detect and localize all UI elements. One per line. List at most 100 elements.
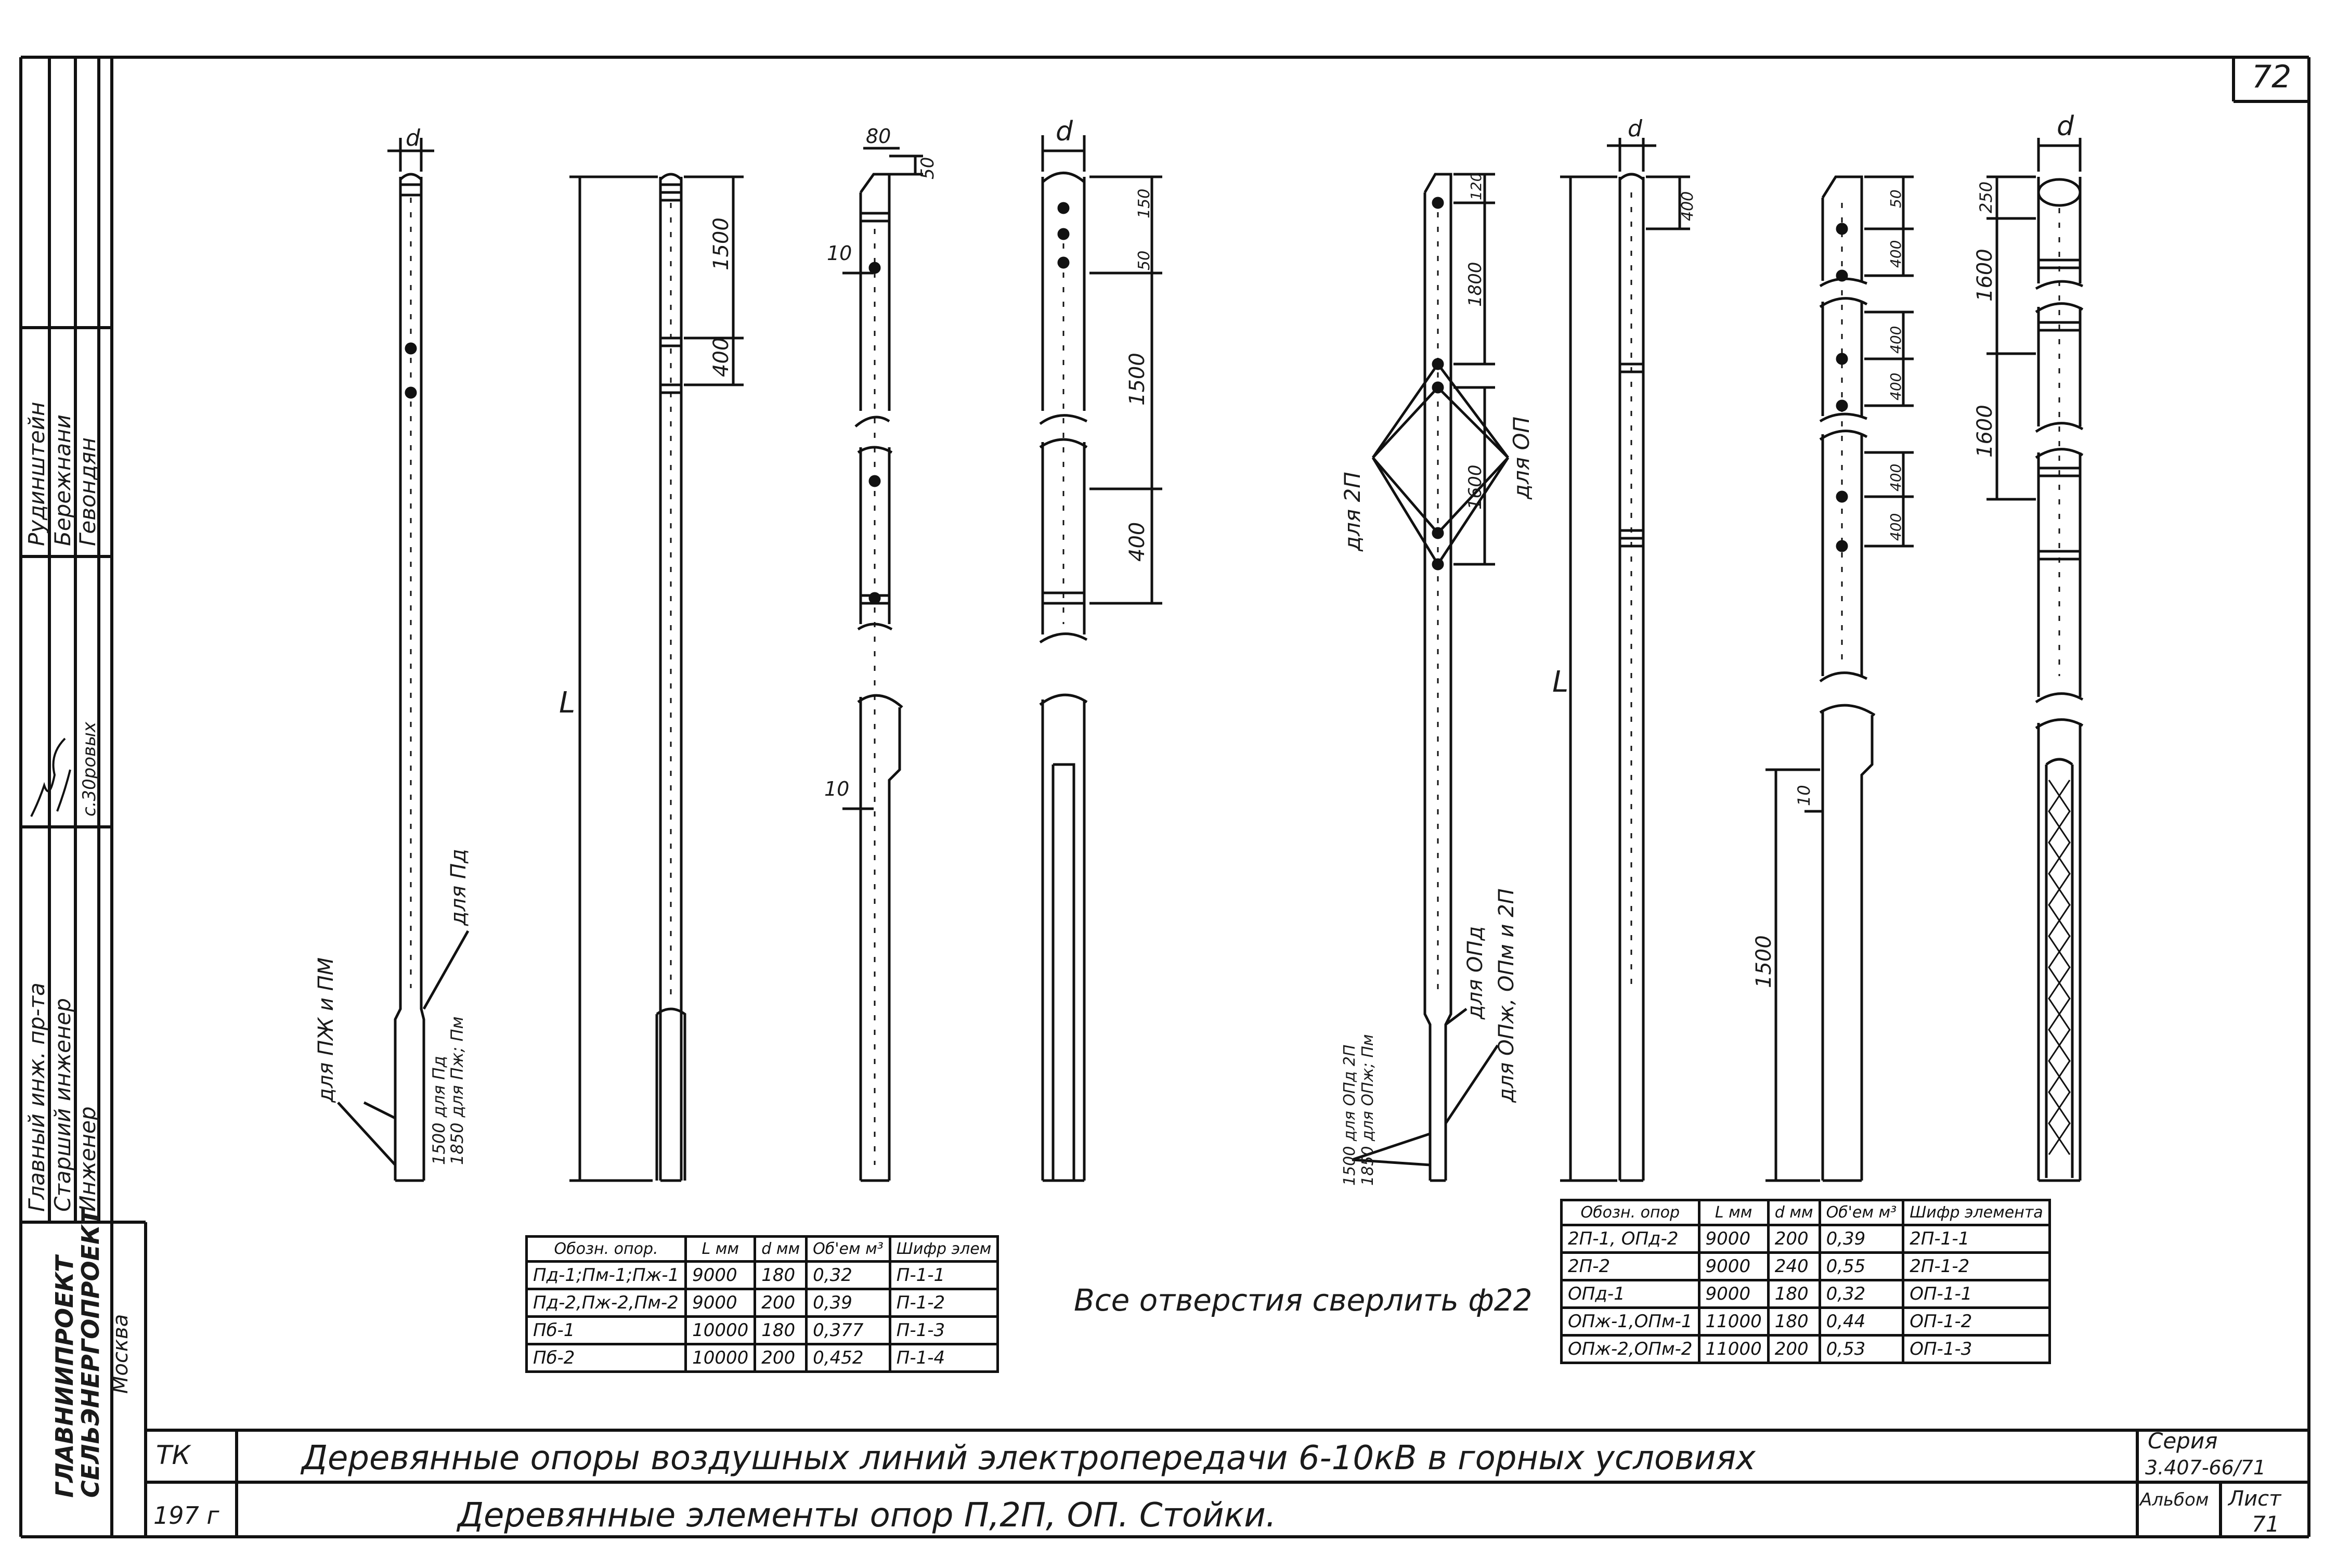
table-row: ОПд-1 9000 180 0,32 ОП-1-1	[1560, 1279, 2051, 1309]
table-right-header: L мм	[1697, 1199, 1770, 1226]
pole-5-dim-1800: 1800	[1465, 262, 1486, 307]
table-cell: 9000	[684, 1288, 757, 1318]
stamp-city: Москва	[109, 1314, 133, 1394]
stamp-org-line1: ГЛАВНИИПРОЕКТ	[50, 1254, 79, 1498]
stamp-date-3: с.30ровых	[79, 721, 100, 817]
table-left-header: L мм	[684, 1235, 757, 1263]
table-cell: 0,32	[1818, 1279, 1905, 1309]
stamp-role-2: Старший инженер	[50, 998, 75, 1212]
pole-7-dim-1500: 1500	[1752, 935, 1776, 988]
pole-4-dim-1500: 1500	[1125, 353, 1149, 406]
pole-1-drawing	[337, 138, 470, 1182]
pole-5-dim-120: 120	[1468, 173, 1485, 200]
table-cell: 180	[1767, 1279, 1821, 1309]
table-right-header-row: Обозн. опор L мм d мм Об'ем м³ Шифр элем…	[1560, 1199, 2051, 1226]
pole-5-len-opd: 1500 для ОПд 2П	[1341, 1045, 1359, 1186]
table-cell: Пб-1	[525, 1315, 687, 1345]
table-cell: 2П-1-1	[1902, 1224, 2051, 1254]
pole-7-dim-10: 10	[1794, 785, 1814, 806]
pole-3-dim-10-top: 10	[827, 242, 852, 265]
pole-7-dim-400-b: 400	[1887, 326, 1904, 354]
table-right-header: Об'ем м³	[1818, 1199, 1905, 1226]
tb-series-value: 3.407-66/71	[2145, 1456, 2266, 1479]
pole-3-dim-10-bottom: 10	[824, 777, 849, 800]
stamp-org-line2: СЕЛЬЭНЕРГОПРОЕКТ	[76, 1207, 105, 1498]
table-cell: 11000	[1697, 1334, 1770, 1364]
pole-6-drawing	[1560, 138, 1690, 1182]
table-cell: ОПд-1	[1560, 1279, 1700, 1309]
table-cell: 200	[754, 1288, 808, 1318]
drilling-note: Все отверстия сверлить ф22	[1074, 1282, 1533, 1318]
table-left-header-row: Обозн. опор. L мм d мм Об'ем м³ Шифр эле…	[525, 1235, 999, 1263]
table-cell: П-1-2	[888, 1288, 999, 1318]
pole-7-dim-400-c: 400	[1887, 373, 1904, 400]
table-right-header: Обозн. опор	[1560, 1199, 1700, 1226]
table-cell: 9000	[1697, 1279, 1770, 1309]
table-cell: 2П-2	[1560, 1251, 1700, 1281]
table-left-header: Об'ем м³	[805, 1235, 891, 1263]
table-row: Пб-1 10000 180 0,377 П-1-3	[525, 1315, 999, 1345]
pole-5-label-2p: для 2П	[1340, 472, 1365, 552]
table-cell: ОП-1-2	[1902, 1306, 2051, 1337]
table-cell: 200	[1767, 1224, 1821, 1254]
pole-2-drawing	[569, 173, 744, 1182]
tb-title-sub: Деревянные элементы опор П,2П, ОП. Стойк…	[456, 1496, 1276, 1535]
table-cell: 0,452	[805, 1343, 891, 1373]
pole-2-dim-1500: 1500	[709, 217, 733, 270]
table-row: ОПж-1,ОПм-1 11000 180 0,44 ОП-1-2	[1560, 1306, 2051, 1337]
pole-7-dim-50: 50	[1887, 189, 1904, 208]
pole-7-dim-400-e: 400	[1887, 513, 1904, 541]
pole-7-dim-400-a: 400	[1887, 240, 1904, 268]
pole-3-dim-50: 50	[917, 157, 938, 179]
table-cell: 180	[754, 1315, 808, 1345]
stamp-role-3: Инженер	[75, 1106, 100, 1212]
table-cell: 10000	[684, 1343, 757, 1373]
table-cell: 0,39	[805, 1288, 891, 1318]
table-left-header: Обозн. опор.	[525, 1235, 687, 1263]
table-row: 2П-1, ОПд-2 9000 200 0,39 2П-1-1	[1560, 1224, 2051, 1254]
table-cell: П-1-1	[888, 1260, 999, 1290]
table-cell: 11000	[1697, 1306, 1770, 1337]
stamp-role-1: Главный инж. пр-та	[24, 982, 49, 1212]
table-cell: 0,39	[1818, 1224, 1905, 1254]
pole-5-len-opzh: 1850 для ОПж; Пм	[1359, 1034, 1377, 1186]
pole-6-L-label: L	[1552, 665, 1568, 699]
table-row: 2П-2 9000 240 0,55 2П-1-2	[1560, 1251, 2051, 1281]
table-cell: ОПж-1,ОПм-1	[1560, 1306, 1700, 1337]
tb-album-label: Альбом	[2139, 1489, 2209, 1510]
table-right: Обозн. опор L мм d мм Об'ем м³ Шифр элем…	[1560, 1199, 2051, 1364]
pole-5-label-opzh: для ОПж, ОПм и 2П	[1495, 888, 1518, 1103]
pole-1-len-pd: 1500 для Пд	[429, 1056, 449, 1165]
table-cell: 0,44	[1818, 1306, 1905, 1337]
tb-series-label: Серия	[2148, 1428, 2217, 1454]
pole-7-dim-400-d: 400	[1887, 464, 1904, 491]
pole-4-d-label: d	[1056, 116, 1073, 147]
pole-4-drawing	[1039, 135, 1162, 1182]
pole-6-dim-400: 400	[1679, 191, 1697, 221]
pole-6-d-label: d	[1628, 115, 1643, 142]
pole-8-dim-1600-a: 1600	[1973, 249, 1997, 302]
pole-1-label-pd: для Пд	[447, 849, 471, 926]
stamp-name-2: Бережнани	[50, 414, 75, 546]
table-cell: Пд-1;Пм-1;Пж-1	[525, 1260, 687, 1290]
table-row: ОПж-2,ОПм-2 11000 200 0,53 ОП-1-3	[1560, 1334, 2051, 1364]
table-cell: 9000	[684, 1260, 757, 1290]
table-cell: 9000	[1697, 1251, 1770, 1281]
pole-8-d-label: d	[2057, 111, 2074, 142]
tb-sheet-label: Лист	[2227, 1487, 2282, 1511]
table-cell: Пд-2,Пж-2,Пм-2	[525, 1288, 687, 1318]
table-cell: 0,55	[1818, 1251, 1905, 1281]
table-cell: 200	[1767, 1334, 1821, 1364]
table-cell: Пб-2	[525, 1343, 687, 1373]
pole-2-L-label: L	[559, 686, 575, 720]
stamp-signature	[30, 737, 71, 817]
pole-8-dim-1600-b: 1600	[1973, 405, 1997, 458]
table-cell: 0,53	[1818, 1334, 1905, 1364]
stamp-name-3: Гевондян	[75, 437, 100, 546]
tb-org-code: ТК	[156, 1440, 192, 1470]
table-left-header: Шифр элем	[888, 1235, 999, 1263]
pole-4-dim-150: 150	[1135, 189, 1153, 218]
table-cell: ОПж-2,ОПм-2	[1560, 1334, 1700, 1364]
pole-5-label-op: для ОП	[1509, 417, 1534, 500]
